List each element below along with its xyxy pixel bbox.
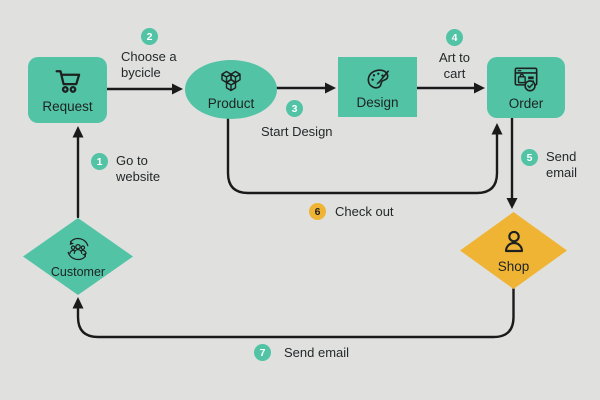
step-7-badge: 7 [254, 344, 271, 361]
node-order-label: Order [508, 96, 544, 111]
customer-group-icon [63, 234, 93, 264]
step-6-check-out: 6 Check out [309, 203, 394, 220]
step-1-go-to-website: 1 Go to website [91, 153, 160, 185]
step-5-send-email: 5 Send email [521, 149, 577, 181]
connector-shop-customer [76, 287, 515, 339]
node-design-label: Design [356, 94, 399, 110]
step-5-badge: 5 [521, 149, 538, 166]
node-customer-label: Customer [50, 264, 106, 279]
step-3-badge: 3 [286, 100, 303, 117]
step-7-label: Send email [284, 345, 350, 360]
arrowhead-customer-bottom [72, 297, 84, 309]
node-shop-label: Shop [497, 258, 530, 274]
step-6-label: Check out [335, 204, 394, 219]
step-2-badge: 2 [141, 28, 158, 45]
arrowhead-order [474, 82, 485, 94]
step-3-label: Start Design [261, 124, 333, 139]
node-request: Request [28, 57, 107, 123]
step-1-badge: 1 [91, 153, 108, 170]
step-7-send-email: 7 Send email [254, 344, 349, 361]
step-5-label: Send email [546, 149, 578, 180]
arrowhead-design [325, 82, 336, 94]
node-order: Order [487, 57, 565, 118]
arrowhead-shop [506, 198, 518, 209]
node-request-label: Request [42, 99, 93, 114]
order-window-icon [510, 64, 542, 94]
node-design: Design [338, 57, 417, 117]
person-icon [498, 228, 530, 258]
step-4-art-to-cart: 4 Art to cart [426, 29, 483, 82]
shopping-cart-icon [51, 66, 85, 97]
arrowhead-request [72, 126, 84, 138]
step-2-choose-a-bycicle: 2 Choose a bycicle [121, 28, 177, 81]
step-4-badge: 4 [446, 29, 463, 46]
connector-product-order-checkout [226, 117, 499, 195]
step-2-label: Choose a bycicle [121, 49, 177, 80]
step-4-label: Art to cart [438, 50, 471, 81]
arrowhead-order-bottom [491, 123, 503, 135]
step-6-badge: 6 [309, 203, 326, 220]
node-product: Product [185, 60, 277, 119]
step-3-start-design: 3 Start Design [261, 100, 333, 140]
arrowhead-product [172, 83, 183, 95]
node-product-label: Product [207, 96, 255, 111]
cubes-icon [217, 68, 245, 94]
step-1-label: Go to website [116, 153, 161, 184]
palette-icon [363, 65, 393, 93]
